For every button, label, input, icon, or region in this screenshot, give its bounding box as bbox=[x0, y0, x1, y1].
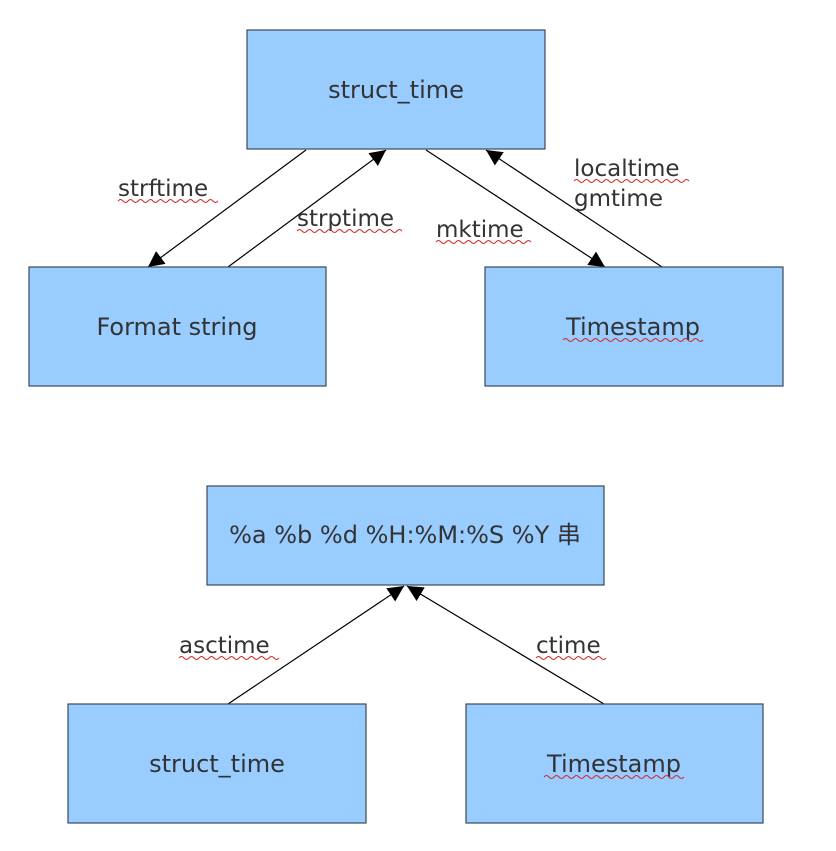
spellcheck-underline bbox=[296, 229, 403, 233]
edge-strptime bbox=[227, 149, 387, 268]
node-timestamp-label: Timestamp bbox=[565, 313, 700, 341]
node-timestamp-bottom-label: Timestamp bbox=[546, 750, 681, 778]
edge-label-gmtime: gmtime bbox=[574, 186, 663, 212]
node-format-output-label: %a %b %d %H:%M:%S %Y 串 bbox=[229, 521, 581, 549]
top-diagram: struct_time Format string Timestamp strf… bbox=[28, 29, 784, 387]
spellcheck-underline bbox=[178, 656, 280, 660]
bottom-diagram: %a %b %d %H:%M:%S %Y 串 struct_time Times… bbox=[67, 485, 764, 824]
edge-label-strptime: strptime bbox=[297, 206, 394, 232]
edge-label-strftime: strftime bbox=[118, 176, 208, 202]
edge-strftime bbox=[147, 149, 307, 268]
edge-mktime bbox=[425, 149, 606, 268]
spellcheck-underline bbox=[117, 199, 219, 203]
edge-label-localtime: localtime bbox=[574, 156, 680, 182]
spellcheck-underline bbox=[573, 179, 690, 183]
edge-ctime bbox=[406, 585, 605, 705]
node-timestamp-bottom: Timestamp bbox=[465, 703, 764, 824]
edge-label-asctime: asctime bbox=[179, 633, 270, 659]
node-struct-time: struct_time bbox=[246, 29, 546, 150]
node-struct-time-bottom-label: struct_time bbox=[149, 750, 285, 778]
edge-asctime bbox=[227, 585, 405, 705]
spellcheck-underline bbox=[435, 240, 532, 244]
spellcheck-underline bbox=[562, 338, 704, 342]
node-struct-time-bottom: struct_time bbox=[67, 703, 367, 824]
edge-localtime-gmtime bbox=[485, 149, 663, 268]
edge-label-mktime: mktime bbox=[436, 217, 524, 243]
spellcheck-underline bbox=[543, 775, 685, 779]
node-format-output: %a %b %d %H:%M:%S %Y 串 bbox=[206, 485, 605, 586]
node-format-string-label: Format string bbox=[96, 313, 257, 341]
edge-label-ctime: ctime bbox=[536, 633, 601, 659]
node-struct-time-label: struct_time bbox=[328, 76, 464, 104]
spellcheck-underline bbox=[535, 656, 607, 660]
node-format-string: Format string bbox=[28, 266, 327, 387]
node-timestamp: Timestamp bbox=[484, 266, 784, 387]
